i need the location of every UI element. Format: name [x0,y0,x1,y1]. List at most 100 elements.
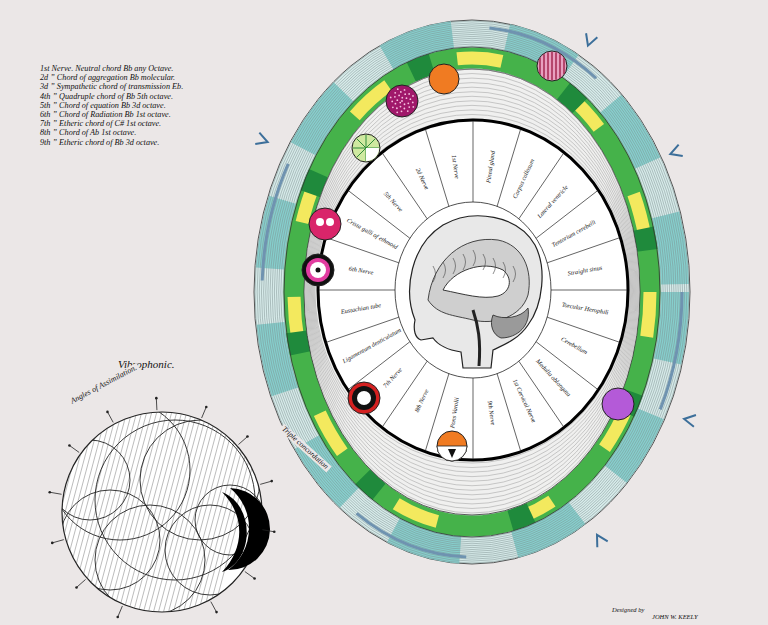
vibration-sphere [602,388,634,420]
drawing-part [443,266,509,297]
black-crescent [222,492,247,572]
vibro-arrow [273,530,276,533]
hatch-line [310,96,633,485]
signature: Designed by [612,606,644,613]
drawing-part [0,400,50,625]
vibro-arrow [211,602,217,613]
drawing-part [395,103,397,105]
drawing-part [408,106,410,108]
hatch-line [305,69,639,513]
hatch-line [277,40,668,544]
drawing-part [0,400,55,625]
anatomy-label: Crista galli of ethmoid [346,217,399,251]
anatomy-label: Tentorium cerebelli [551,219,597,249]
hatch-line [255,21,689,563]
drawing-part [537,51,567,81]
vibro-arrow [51,542,54,545]
vibro-arrow [116,616,119,619]
anatomy-label: Pineal gland [485,151,496,184]
brain-chart [254,20,696,564]
anatomy-label: Ligamentum denticulatum [342,327,403,365]
hatch-line [272,36,672,547]
drawing-part [60,400,120,625]
drawing-part [391,100,393,102]
vibro-arrow [106,411,109,414]
vibration-sphere [537,51,567,81]
vibro-arrow [262,530,274,532]
vibro-arrow [48,491,51,494]
drawing-part [80,400,140,625]
drawing-part [357,148,366,157]
drawing-part [491,308,528,338]
hatch-line [311,101,632,481]
hatch-line [264,29,681,556]
drawing-part [135,400,195,625]
yellow-patches [294,58,650,526]
drawing-part [404,93,406,95]
drawing-part [543,54,544,77]
drawing-part [170,400,230,625]
drawing-part [10,400,70,625]
drawing-part [410,216,542,368]
drawing-part [180,400,240,625]
anatomy-label: Straight sinus [567,264,602,277]
drawing-part [386,85,418,117]
drawing-part [353,148,366,149]
legend-note: 7th ” Etheric chord of C# 1st octave. [40,119,161,128]
drawing-part [473,310,480,366]
v-marker [255,133,269,148]
drawing-part [539,58,540,74]
drawing-part [448,449,456,458]
radial-divider [348,191,409,239]
anatomy-label: Medulla oblongata [534,358,572,398]
drawing-part [503,262,506,278]
legend-note: 3d ” Sympathetic chord of transmission E… [40,82,183,91]
signature: JOHN W. KEELY [652,613,698,620]
vibro-arrow [50,492,62,494]
drawing-part [404,103,406,105]
legend-note: 2d ” Chord of aggregation Bb molecular. [40,73,175,82]
vibro-arrow [253,577,256,580]
drawing-part [563,58,564,74]
blue-band [262,27,682,557]
hatch-line [279,42,666,542]
drawing-part [160,400,220,625]
drawing-part [433,266,436,282]
anatomy-label: 7th Nerve [382,366,404,389]
vibration-sphere [386,85,418,117]
hub-ring [395,202,551,378]
drawing-part [210,400,270,625]
drawing-part [50,400,190,540]
band-edge [284,47,660,537]
green-band [294,58,650,526]
drawing-part [396,111,398,113]
drawing-part [403,108,405,110]
outer-ring [254,20,690,564]
vibro-arrow [155,397,158,400]
legend-note: 1st Nerve. Neutral chord Bb any Octave. [40,64,173,73]
drawing-part [30,400,90,625]
dark-green-patches [294,58,650,526]
hatch-line [306,74,638,509]
v-marker [668,145,682,160]
v-marker [582,33,597,47]
drawing-part [400,91,402,93]
hatch-line [315,119,629,463]
vibro-arrow [270,480,273,483]
hatch-line [268,33,676,552]
hatch-line [281,44,663,540]
hatch-line [270,34,674,549]
drawing-part [493,258,496,274]
vibro-arrow [205,406,208,409]
drawing-part [357,139,366,148]
drawing-part [65,400,125,625]
inner-disc [318,120,628,460]
anatomy-label: 1st Cervical Nerve [511,378,537,424]
hatch-line [314,114,630,467]
drawing-part [130,400,190,625]
vibro-arrow [107,412,113,423]
legend-note: 6th ” Chord of Radiation Bb 1st octave. [40,110,171,119]
hatch-line [308,83,637,500]
drawing-part [352,134,380,162]
